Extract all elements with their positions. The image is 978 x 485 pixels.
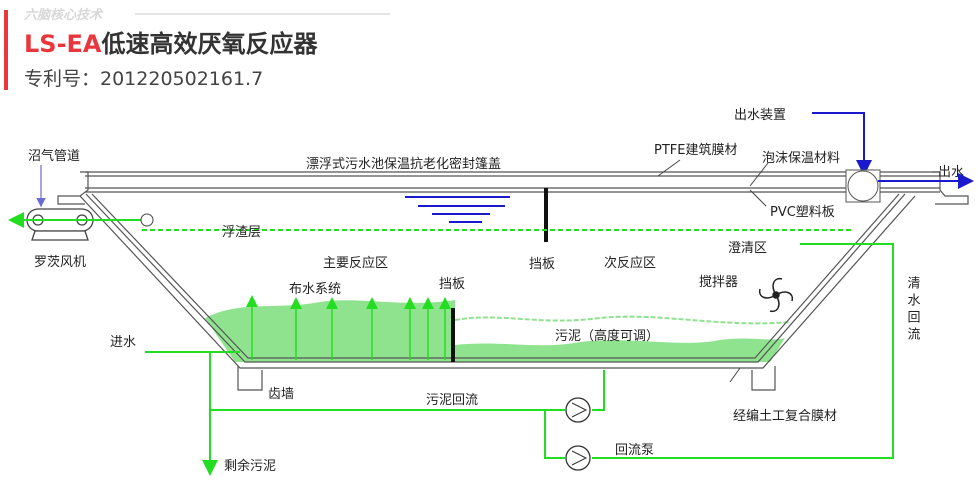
- sludge-level-line: [454, 315, 791, 325]
- blower-icon: [26, 208, 94, 241]
- label-outflow: 出水: [938, 165, 964, 180]
- title-prefix: LS-EA: [24, 30, 102, 58]
- label-foam: 泡沫保温材料: [762, 151, 840, 166]
- pump-2-icon: [565, 445, 591, 471]
- tank-walls: [79, 193, 916, 391]
- label-ptfe: PTFE建筑膜材: [654, 142, 737, 158]
- pump-1-icon: [565, 397, 591, 423]
- sludge-secondary-zone: [455, 338, 785, 362]
- kicker: 六脑核心技术: [24, 8, 103, 23]
- label-baffle-top: 挡板: [529, 257, 555, 272]
- pipe-end-icon: [140, 213, 154, 227]
- label-excess-sludge: 剩余污泥: [224, 458, 276, 474]
- label-clarify-zone: 澄清区: [728, 241, 767, 256]
- divider: [135, 13, 390, 15]
- label-inflow: 进水: [110, 335, 136, 350]
- label-cover: 漂浮式污水池保温抗老化密封篷盖: [306, 156, 501, 172]
- label-sludge: 污泥（高度可调）: [555, 328, 659, 344]
- patent-number: 专利号：201220502161.7: [24, 68, 264, 90]
- outlet-pipe: [812, 112, 872, 176]
- label-geomembrane: 经编土工复合膜材: [733, 409, 837, 424]
- label-sludge-return: 污泥回流: [426, 393, 478, 408]
- leader-lines: [657, 159, 769, 383]
- outlet-device-icon: [847, 170, 879, 202]
- label-return-pump: 回流泵: [615, 443, 654, 458]
- label-secondary-zone: 次反应区: [604, 255, 656, 271]
- label-baffle-mid: 挡板: [439, 277, 465, 292]
- page-title: LS-EA低速高效厌氧反应器: [24, 24, 318, 59]
- label-pvc: PVC塑料板: [770, 205, 835, 220]
- label-agitator: 搅拌器: [699, 274, 738, 290]
- label-distribution: 布水系统: [289, 282, 341, 297]
- label-blower: 罗茨风机: [34, 255, 86, 270]
- water-surface-icon: [405, 196, 510, 223]
- label-biogas-pipe: 沼气管道: [28, 148, 80, 164]
- cover: [57, 171, 969, 205]
- label-scum: 浮渣层: [222, 225, 261, 240]
- distribution-arrows: [246, 295, 451, 360]
- label-outlet-device: 出水装置: [734, 108, 786, 123]
- agitator-icon: [758, 277, 794, 313]
- label-clear-return: 清水回流: [905, 276, 921, 344]
- sludge-main-zone: [205, 300, 455, 362]
- pipes-green: [145, 243, 894, 476]
- accent-bar: [4, 10, 8, 90]
- label-main-zone: 主要反应区: [323, 255, 388, 271]
- label-tooth-wall: 齿墙: [268, 387, 294, 402]
- title-main: 低速高效厌氧反应器: [101, 30, 318, 58]
